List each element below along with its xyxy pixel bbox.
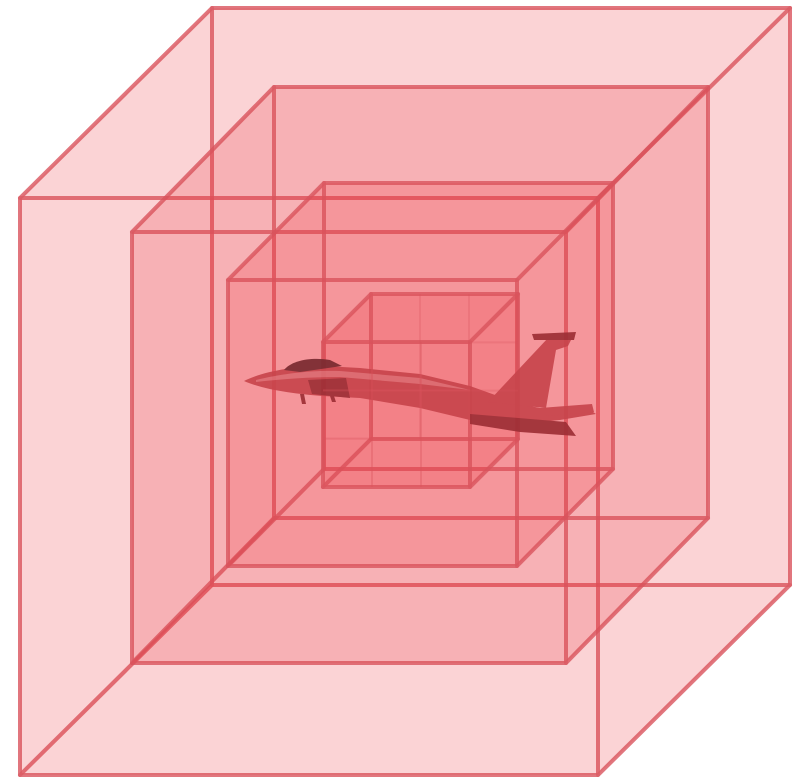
diagram-canvas (0, 0, 798, 780)
nested-boxes-diagram (0, 0, 798, 780)
